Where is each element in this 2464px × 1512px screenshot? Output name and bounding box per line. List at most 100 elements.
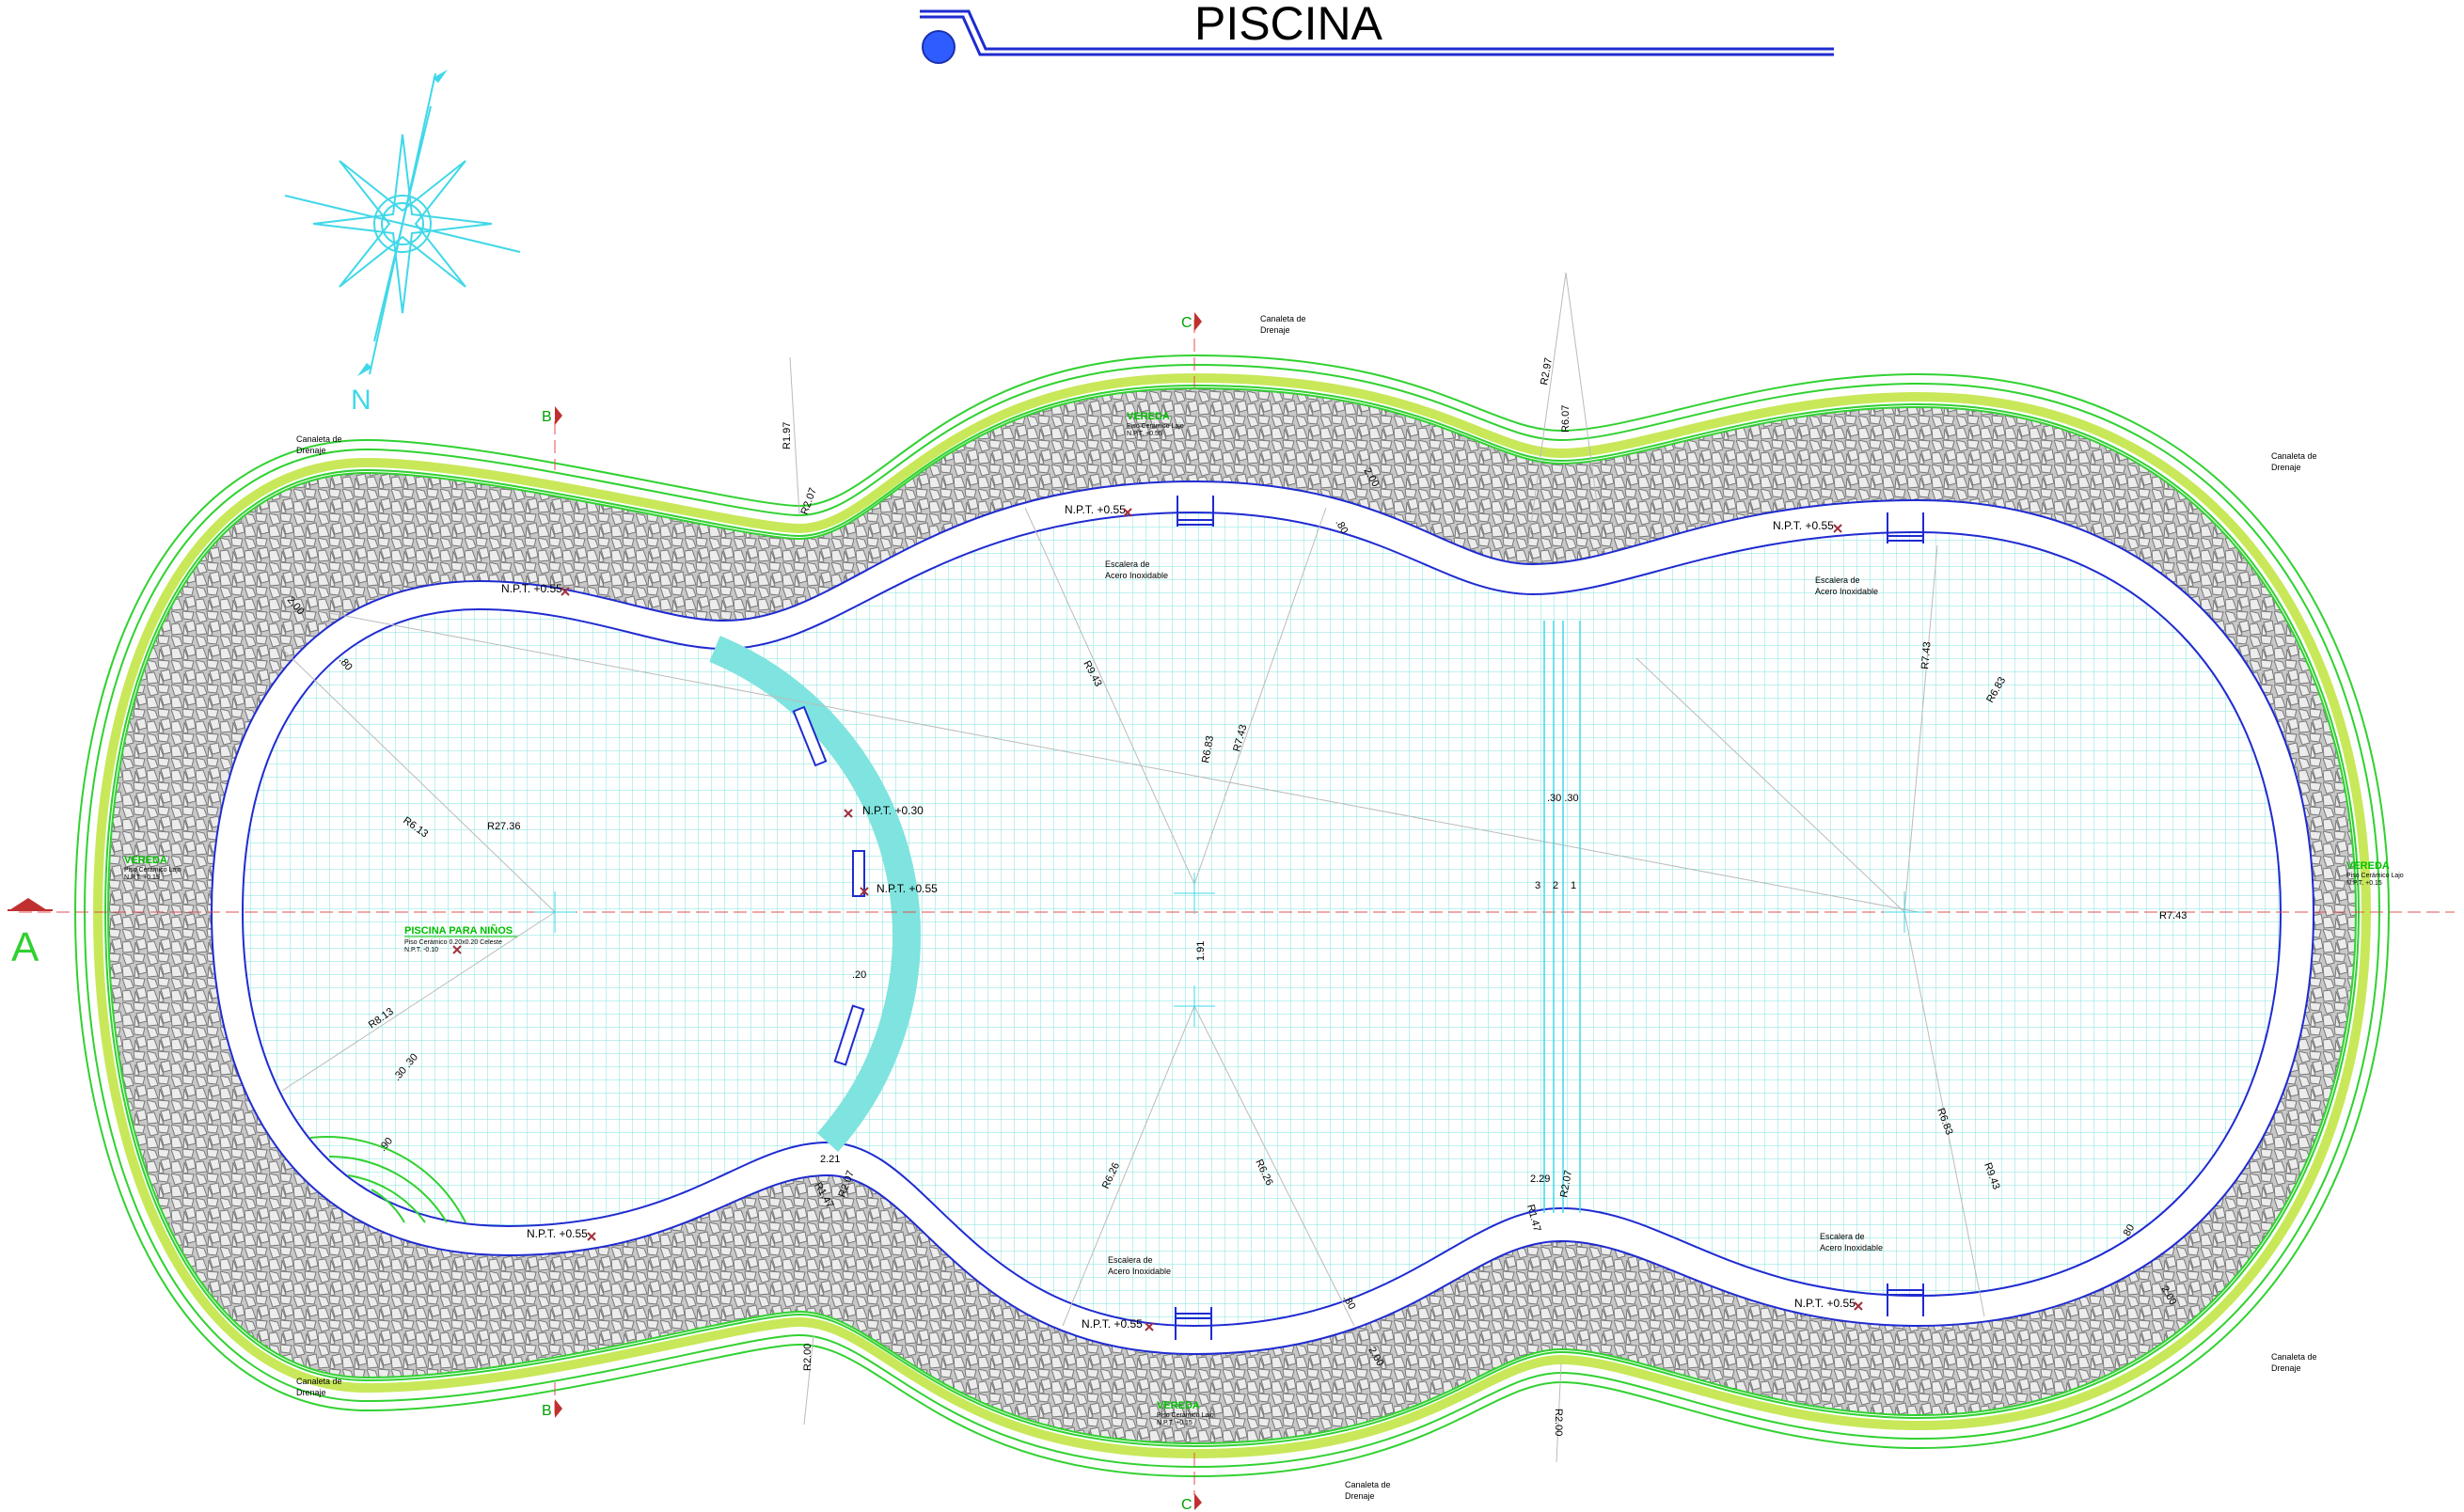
svg-text:Piso Cerámico 0.20x0.20 Celest: Piso Cerámico 0.20x0.20 Celeste xyxy=(404,939,502,946)
canaleta-label-top-center: Canaleta de Drenaje xyxy=(1260,314,1306,335)
svg-text:Canaleta de: Canaleta de xyxy=(2271,451,2317,461)
svg-text:Canaleta de: Canaleta de xyxy=(296,434,342,444)
svg-text:Acero Inoxidable: Acero Inoxidable xyxy=(1820,1243,1883,1252)
kids-pool-label: PISCINA PARA NIÑOS Piso Cerámico 0.20x0.… xyxy=(404,924,517,953)
svg-text:R6.07: R6.07 xyxy=(1560,405,1572,433)
svg-text:Escalera de: Escalera de xyxy=(1820,1232,1865,1241)
npt-top-right: N.P.T. +0.55 xyxy=(1773,519,1834,532)
svg-text:Escalera de: Escalera de xyxy=(1815,575,1860,585)
kids-pool-steps xyxy=(309,1136,466,1223)
section-label-b-bottom: B xyxy=(542,1403,552,1419)
escalera-label-top-right: Escalera de Acero Inoxidable xyxy=(1815,575,1878,596)
escalera-label-top-center: Escalera de Acero Inoxidable xyxy=(1105,559,1168,580)
canaleta-label-top-left: Canaleta de Drenaje xyxy=(296,434,342,455)
npt-bottom-right: N.P.T. +0.55 xyxy=(1794,1297,1856,1310)
ladder-bottom-center[interactable] xyxy=(1175,1307,1212,1340)
svg-text:Escalera de: Escalera de xyxy=(1105,559,1150,569)
npt-divider-030: N.P.T. +0.30 xyxy=(862,804,924,817)
svg-text:Canaleta de: Canaleta de xyxy=(2271,1352,2317,1362)
kids-pool-divider xyxy=(709,636,922,1152)
vereda-label-left: VEREDA Piso Cerámico Lajo N.P.T. +0.15 xyxy=(124,855,182,881)
section-marker-b-top: B xyxy=(542,406,562,425)
svg-text:N.P.T. +0.55: N.P.T. +0.55 xyxy=(1127,431,1162,437)
svg-text:R2.97: R2.97 xyxy=(1539,357,1555,386)
section-marker-b-bottom: B xyxy=(542,1399,562,1419)
svg-text:Acero Inoxidable: Acero Inoxidable xyxy=(1108,1267,1171,1276)
svg-text:Canaleta de: Canaleta de xyxy=(1345,1480,1391,1489)
svg-text:R7.43: R7.43 xyxy=(1919,641,1934,669)
svg-text:Piso Cerámico Lajo: Piso Cerámico Lajo xyxy=(1127,423,1184,430)
svg-text:R1.97: R1.97 xyxy=(782,422,793,449)
npt-bottom-center: N.P.T. +0.55 xyxy=(1082,1317,1143,1331)
svg-text:.30 .30: .30 .30 xyxy=(1547,793,1579,804)
svg-text:Escalera de: Escalera de xyxy=(1108,1255,1153,1265)
drainage-channel xyxy=(73,354,2391,1478)
npt-top-left: N.P.T. +0.55 xyxy=(501,582,562,595)
title-block: PISCINA xyxy=(920,0,1834,64)
escalera-label-bottom-right: Escalera de Acero Inoxidable xyxy=(1820,1232,1883,1252)
svg-text:Drenaje: Drenaje xyxy=(1260,325,1290,335)
section-marker-c-top: C xyxy=(1181,312,1202,331)
svg-text:2: 2 xyxy=(1553,880,1558,891)
page-title: PISCINA xyxy=(1194,0,1383,50)
svg-text:Piso Cerámico Lajo: Piso Cerámico Lajo xyxy=(124,867,182,874)
svg-text:Drenaje: Drenaje xyxy=(1345,1491,1375,1501)
svg-text:R2.00: R2.00 xyxy=(1553,1409,1564,1436)
level-callouts: N.P.T. +0.55 N.P.T. +0.55 N.P.T. +0.55 N… xyxy=(452,503,1863,1331)
center-crosses xyxy=(534,873,1925,1027)
vereda-label-right: VEREDA Piso Cerámico Lajo N.P.T. +0.15 xyxy=(2346,860,2404,887)
north-label: N xyxy=(351,385,371,416)
svg-text:2.21: 2.21 xyxy=(820,1154,840,1165)
svg-text:1: 1 xyxy=(1571,880,1576,891)
svg-text:VEREDA: VEREDA xyxy=(124,855,167,866)
svg-text:VEREDA: VEREDA xyxy=(2346,860,2390,872)
canaleta-label-top-right: Canaleta de Drenaje xyxy=(2271,451,2317,472)
canaleta-label-bottom-left: Canaleta de Drenaje xyxy=(296,1377,342,1397)
svg-text:R2.07: R2.07 xyxy=(1558,1170,1574,1199)
section-marker-a: A xyxy=(8,898,53,970)
svg-text:Acero Inoxidable: Acero Inoxidable xyxy=(1105,571,1168,580)
svg-text:VEREDA: VEREDA xyxy=(1157,1400,1200,1411)
svg-text:Drenaje: Drenaje xyxy=(2271,1363,2301,1373)
svg-text:R7.43: R7.43 xyxy=(2159,910,2187,921)
vereda-label-bottom: VEREDA Piso Cerámico Lajo N.P.T. +0.15 xyxy=(1157,1400,1214,1426)
ladder-bottom-right[interactable] xyxy=(1887,1284,1924,1316)
section-label-a: A xyxy=(11,924,39,970)
svg-text:Acero Inoxidable: Acero Inoxidable xyxy=(1815,587,1878,596)
vereda-label-top: VEREDA Piso Cerámico Lajo N.P.T. +0.55 xyxy=(1127,411,1184,437)
north-arrow: N xyxy=(284,70,521,416)
svg-text:Piso Cerámico Lajo: Piso Cerámico Lajo xyxy=(1157,1412,1214,1419)
npt-top-center: N.P.T. +0.55 xyxy=(1065,503,1126,516)
svg-text:R2.00: R2.00 xyxy=(802,1344,813,1371)
svg-text:VEREDA: VEREDA xyxy=(1127,411,1170,422)
deep-end-step-lines xyxy=(1543,621,1581,1213)
title-underline xyxy=(920,9,1834,56)
svg-text:N.P.T. -0.10: N.P.T. -0.10 xyxy=(404,947,438,953)
svg-text:1.91: 1.91 xyxy=(1195,941,1207,961)
canaleta-label-bottom-center: Canaleta de Drenaje xyxy=(1345,1480,1391,1501)
escalera-label-bottom-center: Escalera de Acero Inoxidable xyxy=(1108,1255,1171,1276)
svg-text:R27.36: R27.36 xyxy=(487,821,520,832)
svg-text:N.P.T. +0.15: N.P.T. +0.15 xyxy=(2346,880,2382,887)
svg-text:Canaleta de: Canaleta de xyxy=(1260,314,1306,323)
svg-text:Canaleta de: Canaleta de xyxy=(296,1377,342,1386)
section-marker-c-bottom: C xyxy=(1181,1493,1202,1512)
title-bullet xyxy=(922,30,956,64)
radius-lines xyxy=(281,272,1985,1463)
kids-pool-title: PISCINA PARA NIÑOS xyxy=(404,924,513,937)
svg-text:Drenaje: Drenaje xyxy=(296,446,326,455)
ladder-top-right[interactable] xyxy=(1887,512,1924,543)
svg-text:N.P.T. +0.15: N.P.T. +0.15 xyxy=(1157,1420,1193,1426)
npt-bottom-left: N.P.T. +0.55 xyxy=(527,1227,588,1240)
svg-text:N.P.T. +0.15: N.P.T. +0.15 xyxy=(124,874,160,881)
svg-text:R6.83: R6.83 xyxy=(1200,735,1216,764)
ladder-top-center[interactable] xyxy=(1177,496,1214,527)
npt-divider-055: N.P.T. +0.55 xyxy=(877,882,938,895)
section-label-b-top: B xyxy=(542,409,552,425)
svg-text:Drenaje: Drenaje xyxy=(296,1388,326,1397)
svg-text:.20: .20 xyxy=(852,969,866,981)
svg-text:3: 3 xyxy=(1535,880,1540,891)
section-label-c-top: C xyxy=(1181,315,1193,331)
svg-text:2.29: 2.29 xyxy=(1530,1173,1550,1185)
